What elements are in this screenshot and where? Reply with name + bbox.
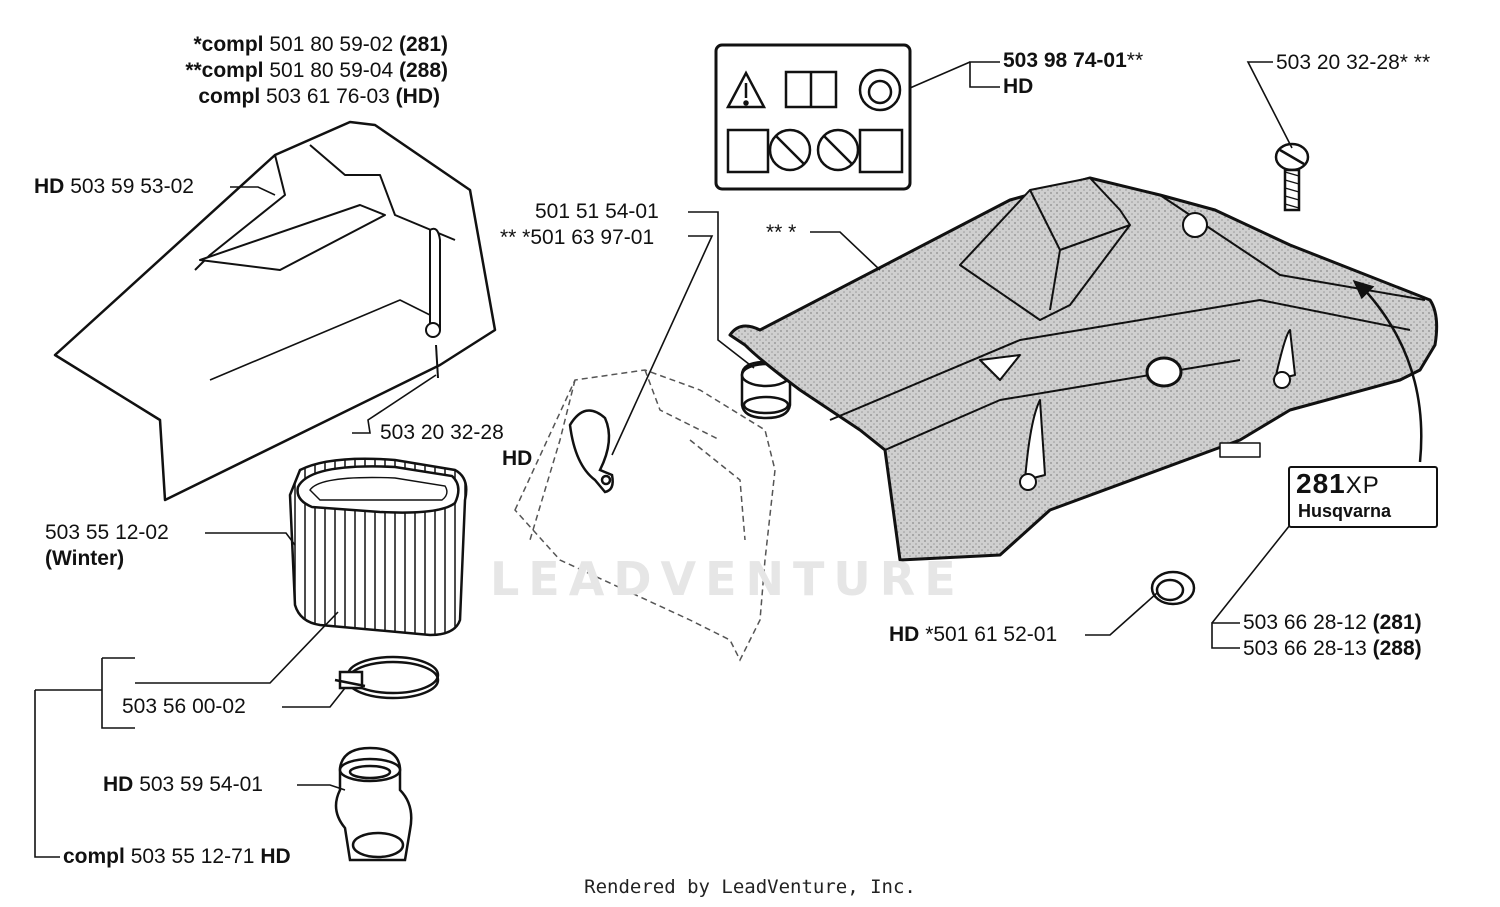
rubber-plug bbox=[740, 360, 792, 420]
warning-decal bbox=[714, 43, 912, 191]
label-compl-288: **compl 501 80 59-04 (288) bbox=[185, 59, 448, 82]
air-filter bbox=[288, 457, 468, 637]
watermark: LEADVENTURE bbox=[490, 552, 965, 606]
small-plug-right bbox=[1150, 570, 1196, 606]
label-compl-bottom: compl 503 55 12-71 HD bbox=[63, 845, 291, 868]
label-clamp: 503 56 00-02 bbox=[122, 695, 246, 718]
label-grommet: 501 51 54-01 bbox=[535, 200, 659, 223]
label-compl-hd: compl 503 61 76-03 (HD) bbox=[198, 85, 440, 108]
label-cover-star: ** * bbox=[766, 221, 797, 244]
label-screw-right: 503 20 32-28* ** bbox=[1276, 51, 1431, 74]
label-screw-left: 503 20 32-28 bbox=[380, 421, 504, 444]
label-hd-cover: HD 503 59 53-02 bbox=[34, 175, 194, 198]
clamp bbox=[334, 655, 440, 700]
label-decal-hd: HD bbox=[1003, 75, 1034, 98]
label-hd-adapter: HD 503 59 54-01 bbox=[103, 773, 263, 796]
model-sticker: 281XP Husqvarna bbox=[1288, 466, 1438, 528]
label-compl-281: *compl 501 80 59-02 (281) bbox=[193, 33, 448, 56]
label-filter: 503 55 12-02 bbox=[45, 521, 169, 544]
leader-lines bbox=[34, 61, 1293, 858]
intake-adapter bbox=[334, 746, 413, 862]
label-sticker-281: 503 66 28-12 (281) bbox=[1243, 611, 1422, 634]
assembly-arrow bbox=[1352, 280, 1423, 463]
label-hd-plug: HD *501 61 52-01 bbox=[889, 623, 1058, 646]
brand-name: Husqvarna bbox=[1298, 501, 1392, 521]
left-filter-cover bbox=[53, 120, 497, 502]
screw-right bbox=[1274, 142, 1310, 212]
label-decal: 503 98 74-01** bbox=[1003, 49, 1144, 72]
label-plug: ** *501 63 97-01 bbox=[500, 226, 655, 249]
cylinder-cover bbox=[728, 176, 1439, 562]
label-filter-winter: (Winter) bbox=[45, 547, 125, 570]
label-hd-left: HD bbox=[502, 447, 533, 470]
grommet-tag bbox=[568, 409, 614, 494]
footer-credit: Rendered by LeadVenture, Inc. bbox=[584, 876, 916, 898]
model-number: 281XP bbox=[1296, 468, 1380, 499]
carburetor-outline bbox=[514, 369, 776, 662]
label-sticker-288: 503 66 28-13 (288) bbox=[1243, 637, 1422, 660]
